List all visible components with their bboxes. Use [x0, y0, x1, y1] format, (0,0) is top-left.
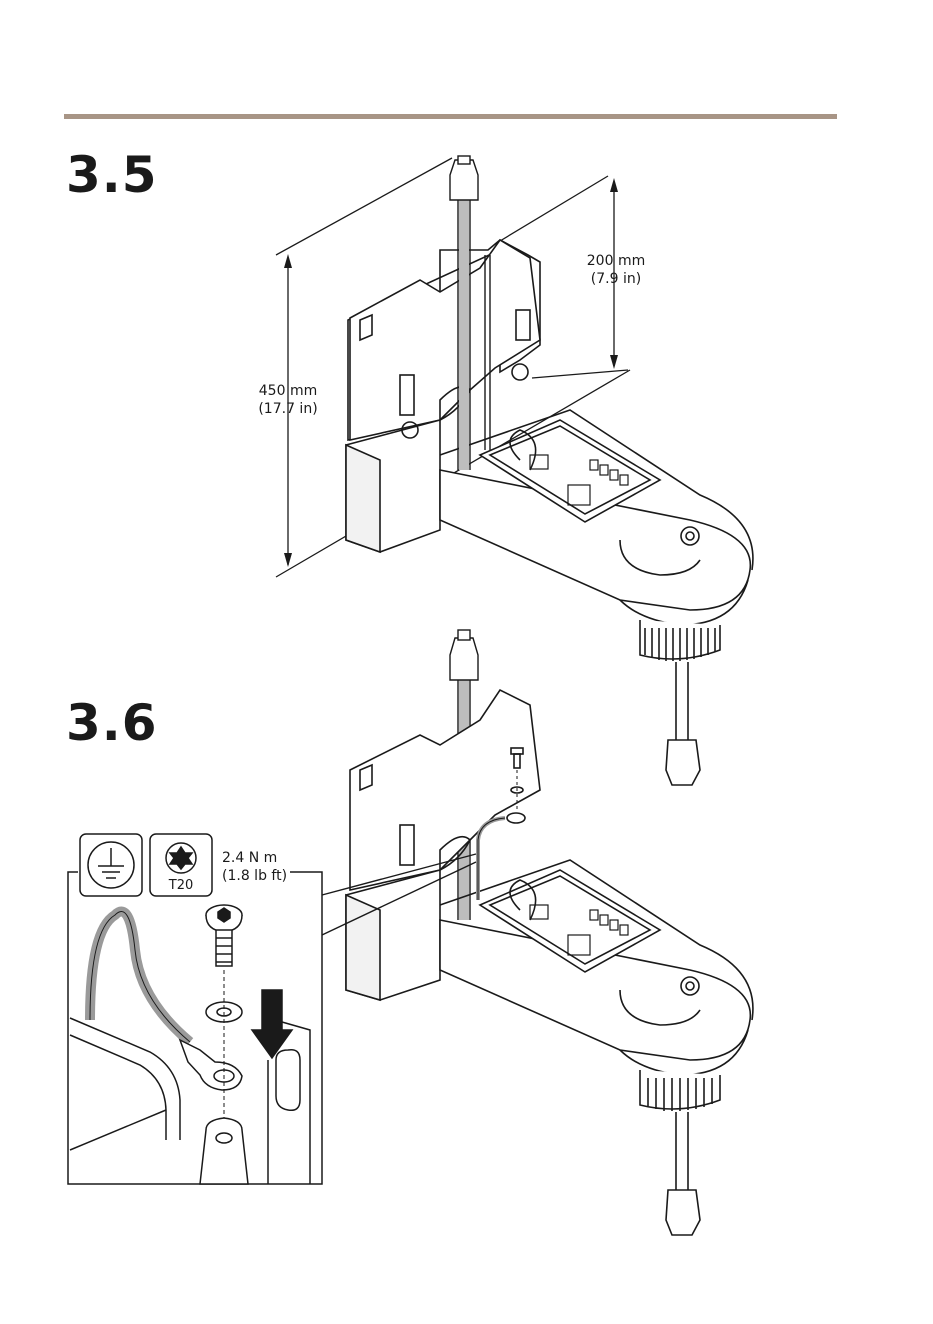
dimension-metric: 450 mm — [246, 382, 330, 400]
dimension-imperial: (17.7 in) — [246, 400, 330, 418]
torque-metric: 2.4 N m — [222, 849, 302, 867]
mount-bracket-3-5 — [346, 240, 753, 785]
dimension-label-200mm: 200 mm (7.9 in) — [578, 252, 654, 288]
dimension-label-450mm: 450 mm (17.7 in) — [246, 382, 330, 418]
tool-label: T20 — [160, 877, 202, 895]
torque-label: 2.4 N m (1.8 lb ft) — [222, 849, 302, 885]
torque-imperial: (1.8 lb ft) — [222, 867, 302, 885]
dimension-imperial: (7.9 in) — [578, 270, 654, 288]
dimension-metric: 200 mm — [578, 252, 654, 270]
